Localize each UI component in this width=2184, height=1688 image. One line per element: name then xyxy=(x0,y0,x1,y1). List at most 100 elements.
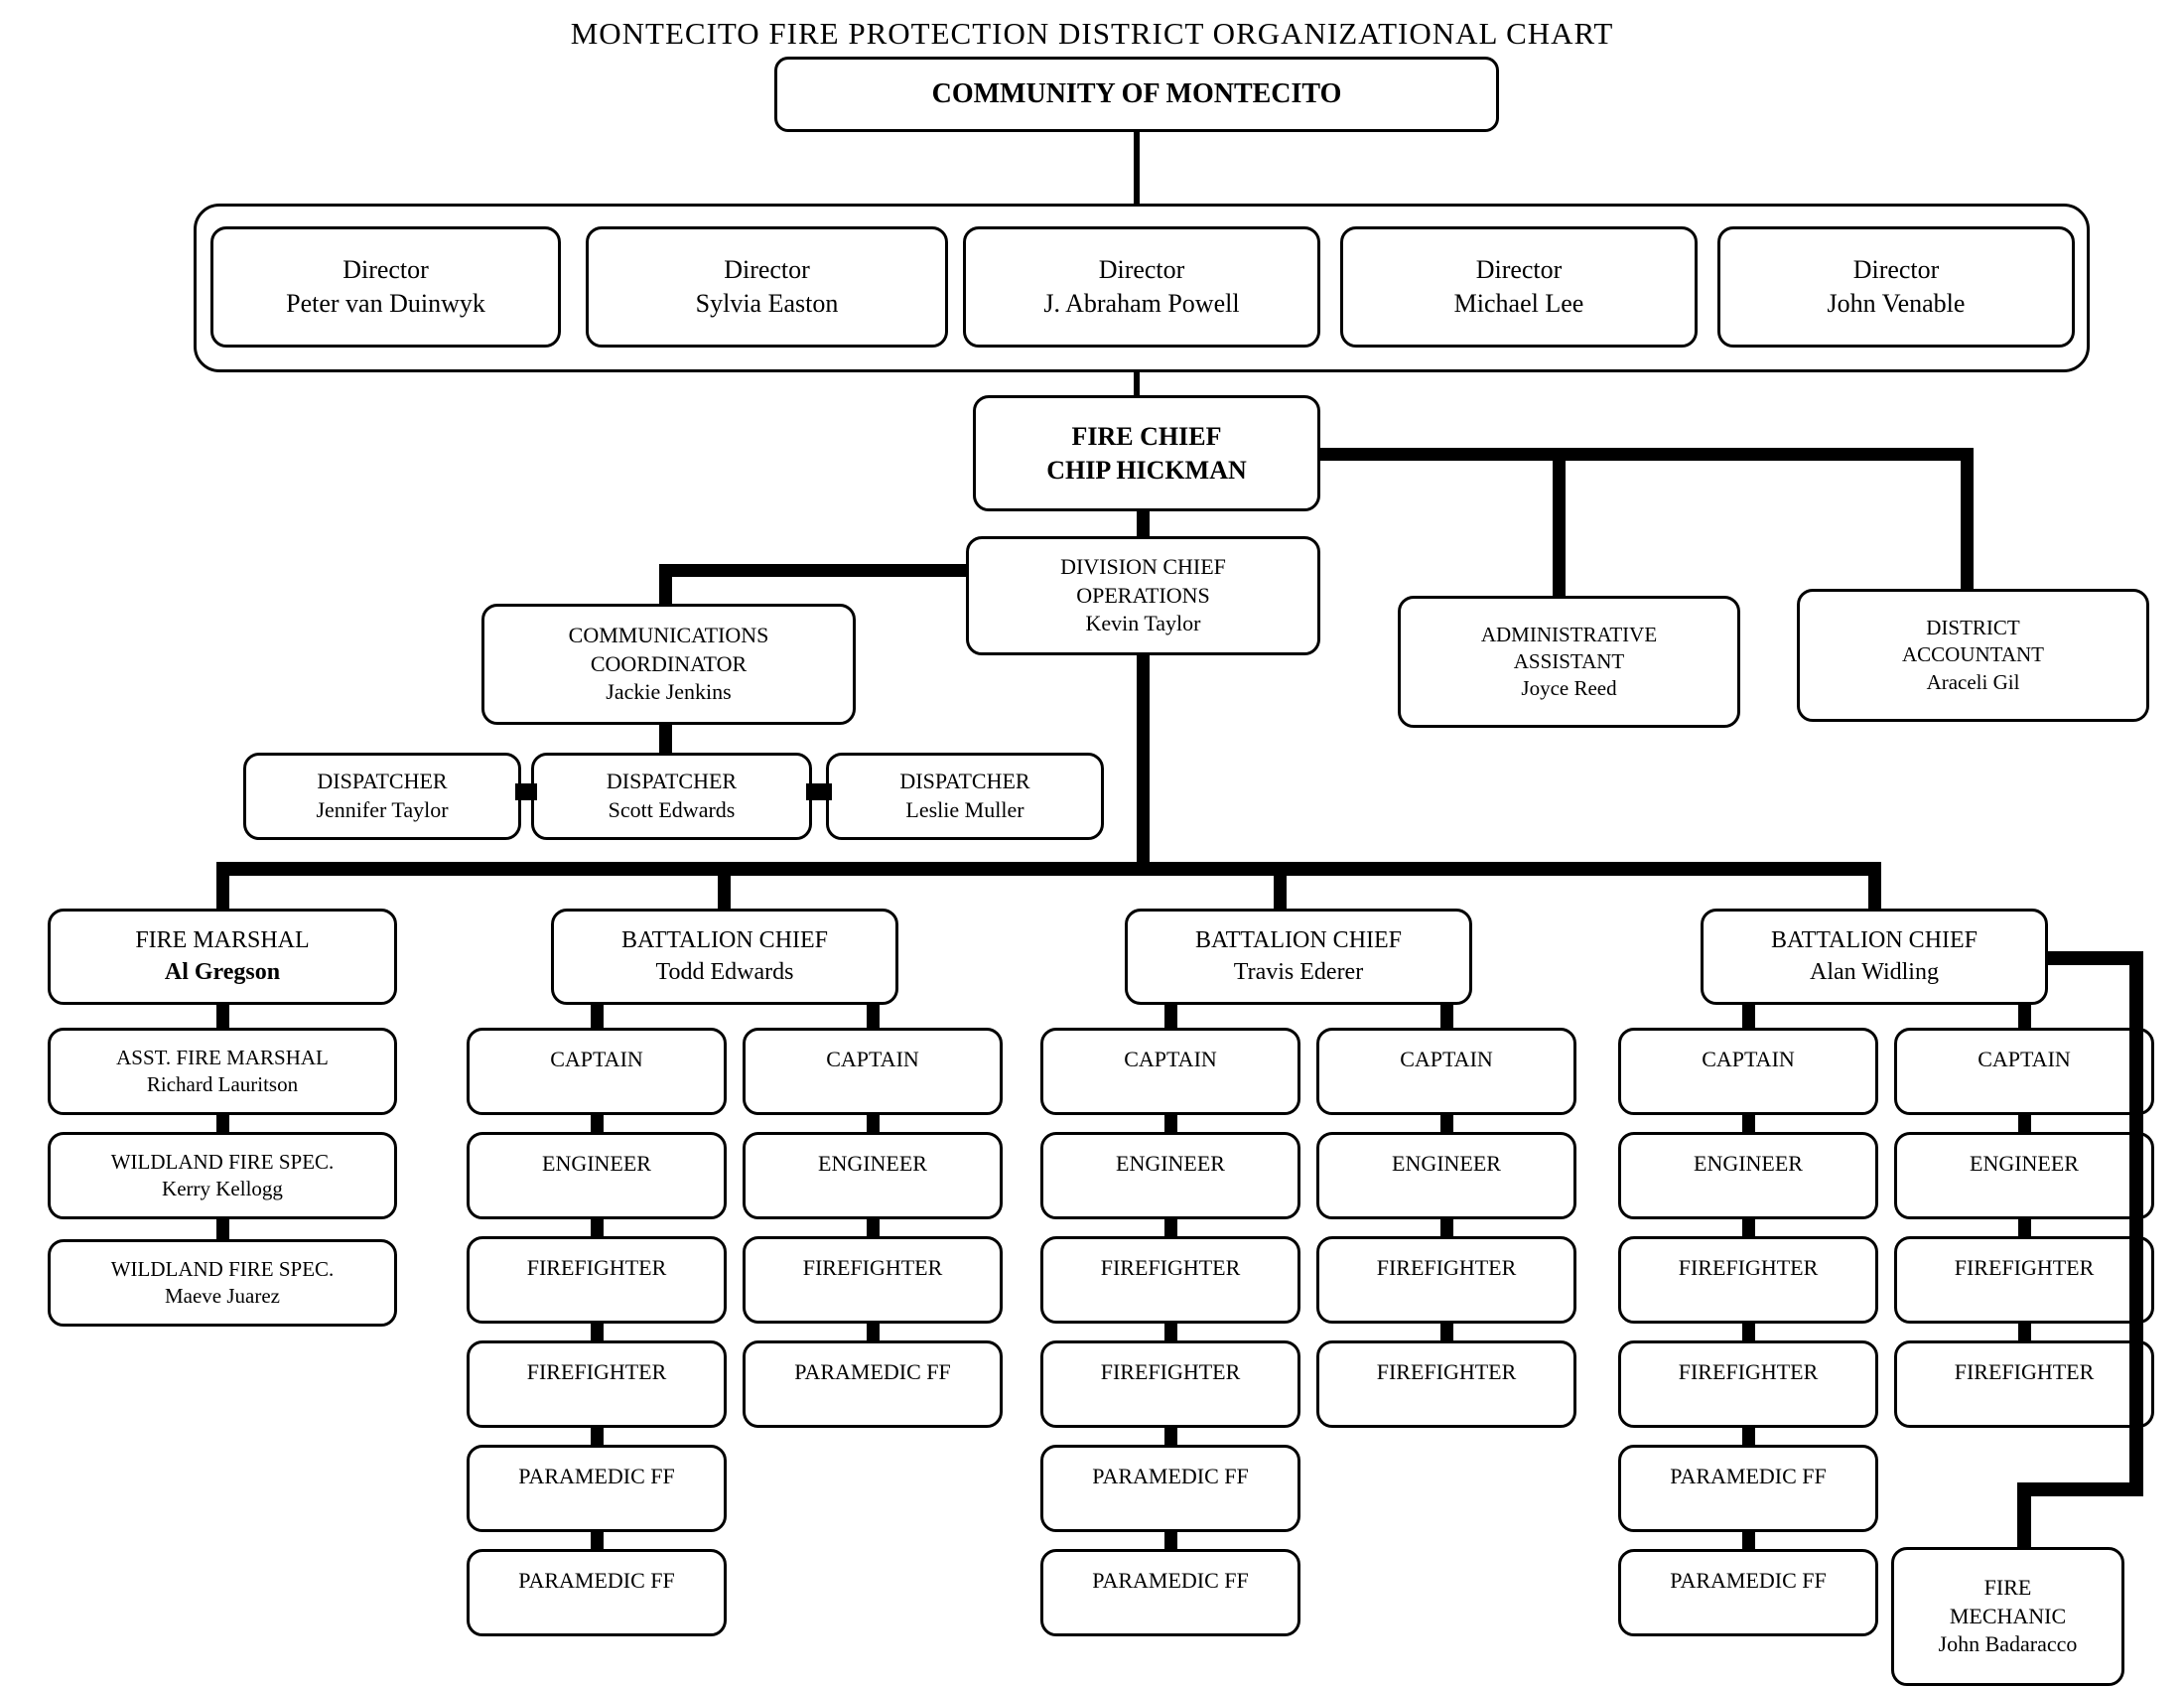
rank-label: CAPTAIN xyxy=(826,1047,919,1071)
box-director-2: Director Sylvia Easton xyxy=(586,226,948,348)
rank-label: FIREFIGHTER xyxy=(802,1255,943,1280)
connector xyxy=(806,783,832,800)
connector xyxy=(1164,1115,1177,1132)
box-title: FIRE MECHANIC xyxy=(1949,1575,2067,1628)
connector xyxy=(2017,1482,2031,1547)
rank-box: FIREFIGHTER xyxy=(467,1340,727,1428)
box-title: BATTALION CHIEF xyxy=(1194,927,1403,954)
connector xyxy=(2018,1005,2031,1028)
connector xyxy=(591,1005,604,1028)
rank-box: CAPTAIN xyxy=(1894,1028,2154,1115)
connector xyxy=(867,1115,880,1132)
box-title: BATTALION CHIEF xyxy=(1770,927,1979,954)
connector xyxy=(1961,448,1974,589)
box-asst-fire-marshal: ASST. FIRE MARSHAL Richard Lauritson xyxy=(48,1028,397,1115)
connector xyxy=(591,1324,604,1340)
connector xyxy=(591,1428,604,1445)
rank-box: PARAMEDIC FF xyxy=(1618,1445,1878,1532)
box-title: DISPATCHER xyxy=(899,769,1030,794)
rank-box: FIREFIGHTER xyxy=(743,1236,1003,1324)
box-title: DISTRICT ACCOUNTANT xyxy=(1902,616,2044,667)
rank-label: PARAMEDIC FF xyxy=(1670,1464,1827,1488)
connector xyxy=(1742,1115,1755,1132)
connector xyxy=(1440,1324,1453,1340)
box-title: ADMINISTRATIVE ASSISTANT xyxy=(1480,622,1658,673)
box-title: COMMUNICATIONS COORDINATOR xyxy=(568,623,769,676)
connector xyxy=(1440,1115,1453,1132)
box-battalion-chief-2: BATTALION CHIEF Travis Ederer xyxy=(1125,909,1472,1005)
rank-label: CAPTAIN xyxy=(1702,1047,1795,1071)
connector xyxy=(2018,1219,2031,1236)
box-name: Joyce Reed xyxy=(1521,676,1617,701)
connector xyxy=(1164,1532,1177,1549)
box-title: COMMUNITY OF MONTECITO xyxy=(931,77,1342,109)
connector xyxy=(216,1115,229,1132)
connector xyxy=(718,876,731,909)
box-name: Araceli Gil xyxy=(1926,669,2020,694)
rank-box: ENGINEER xyxy=(1618,1132,1878,1219)
rank-label: ENGINEER xyxy=(542,1151,651,1176)
box-title: Director xyxy=(342,255,429,285)
rank-label: FIREFIGHTER xyxy=(1100,1255,1241,1280)
connector xyxy=(1164,1324,1177,1340)
box-name: Kerry Kellogg xyxy=(162,1177,283,1200)
rank-box: FIREFIGHTER xyxy=(1618,1340,1878,1428)
box-title: DISPATCHER xyxy=(606,769,738,794)
box-director-4: Director Michael Lee xyxy=(1340,226,1698,348)
page-title: MONTECITO FIRE PROTECTION DISTRICT ORGAN… xyxy=(570,16,1614,51)
rank-label: PARAMEDIC FF xyxy=(518,1568,675,1593)
box-wildland-fire-spec-2: WILDLAND FIRE SPEC. Maeve Juarez xyxy=(48,1239,397,1327)
connector xyxy=(1553,448,1566,596)
box-name: CHIP HICKMAN xyxy=(1046,455,1247,485)
box-title: Director xyxy=(1852,255,1940,285)
box-dispatcher-1: DISPATCHER Jennifer Taylor xyxy=(243,753,521,840)
connector xyxy=(1868,876,1881,909)
box-admin-assistant: ADMINISTRATIVE ASSISTANT Joyce Reed xyxy=(1398,596,1740,728)
rank-label: CAPTAIN xyxy=(1124,1047,1217,1071)
rank-box: PARAMEDIC FF xyxy=(1618,1549,1878,1636)
box-title: WILDLAND FIRE SPEC. xyxy=(110,1149,335,1174)
rank-label: FIREFIGHTER xyxy=(1376,1359,1517,1384)
box-name: Al Gregson xyxy=(164,958,281,985)
box-name: Michael Lee xyxy=(1453,289,1584,318)
rank-label: PARAMEDIC FF xyxy=(794,1359,951,1384)
connector xyxy=(2018,1324,2031,1340)
rank-box: CAPTAIN xyxy=(743,1028,1003,1115)
rank-box: PARAMEDIC FF xyxy=(467,1445,727,1532)
box-communications-coordinator: COMMUNICATIONS COORDINATOR Jackie Jenkin… xyxy=(481,604,856,725)
connector xyxy=(1742,1428,1755,1445)
box-name: John Badaracco xyxy=(1938,1631,2078,1657)
connector xyxy=(1742,1324,1755,1340)
connector xyxy=(515,783,537,800)
rank-label: FIREFIGHTER xyxy=(1678,1359,1819,1384)
rank-box: PARAMEDIC FF xyxy=(1040,1549,1300,1636)
connector xyxy=(1137,655,1150,862)
rank-box: ENGINEER xyxy=(1040,1132,1300,1219)
rank-label: CAPTAIN xyxy=(550,1047,643,1071)
rank-label: ENGINEER xyxy=(1970,1151,2079,1176)
box-title: BATTALION CHIEF xyxy=(620,927,829,954)
rank-box: FIREFIGHTER xyxy=(1894,1236,2154,1324)
rank-box: ENGINEER xyxy=(467,1132,727,1219)
box-dispatcher-3: DISPATCHER Leslie Muller xyxy=(826,753,1104,840)
box-title: Director xyxy=(1098,255,1185,285)
connector xyxy=(1164,1428,1177,1445)
connector xyxy=(659,564,966,577)
rank-label: PARAMEDIC FF xyxy=(1670,1568,1827,1593)
connector xyxy=(216,1005,229,1028)
connector xyxy=(1137,511,1150,536)
box-name: Kevin Taylor xyxy=(1085,611,1201,636)
box-battalion-chief-3: BATTALION CHIEF Alan Widling xyxy=(1701,909,2048,1005)
rank-box: PARAMEDIC FF xyxy=(1040,1445,1300,1532)
rank-label: ENGINEER xyxy=(1392,1151,1501,1176)
rank-box: CAPTAIN xyxy=(1316,1028,1576,1115)
box-name: Richard Lauritson xyxy=(146,1072,299,1096)
connector xyxy=(659,564,672,604)
box-fire-mechanic: FIRE MECHANIC John Badaracco xyxy=(1891,1547,2124,1686)
rank-box: FIREFIGHTER xyxy=(1040,1236,1300,1324)
rank-label: PARAMEDIC FF xyxy=(1092,1568,1249,1593)
box-name: John Venable xyxy=(1827,289,1966,318)
connector xyxy=(2129,951,2143,1496)
box-title: ASST. FIRE MARSHAL xyxy=(116,1045,329,1069)
rank-label: FIREFIGHTER xyxy=(1100,1359,1241,1384)
